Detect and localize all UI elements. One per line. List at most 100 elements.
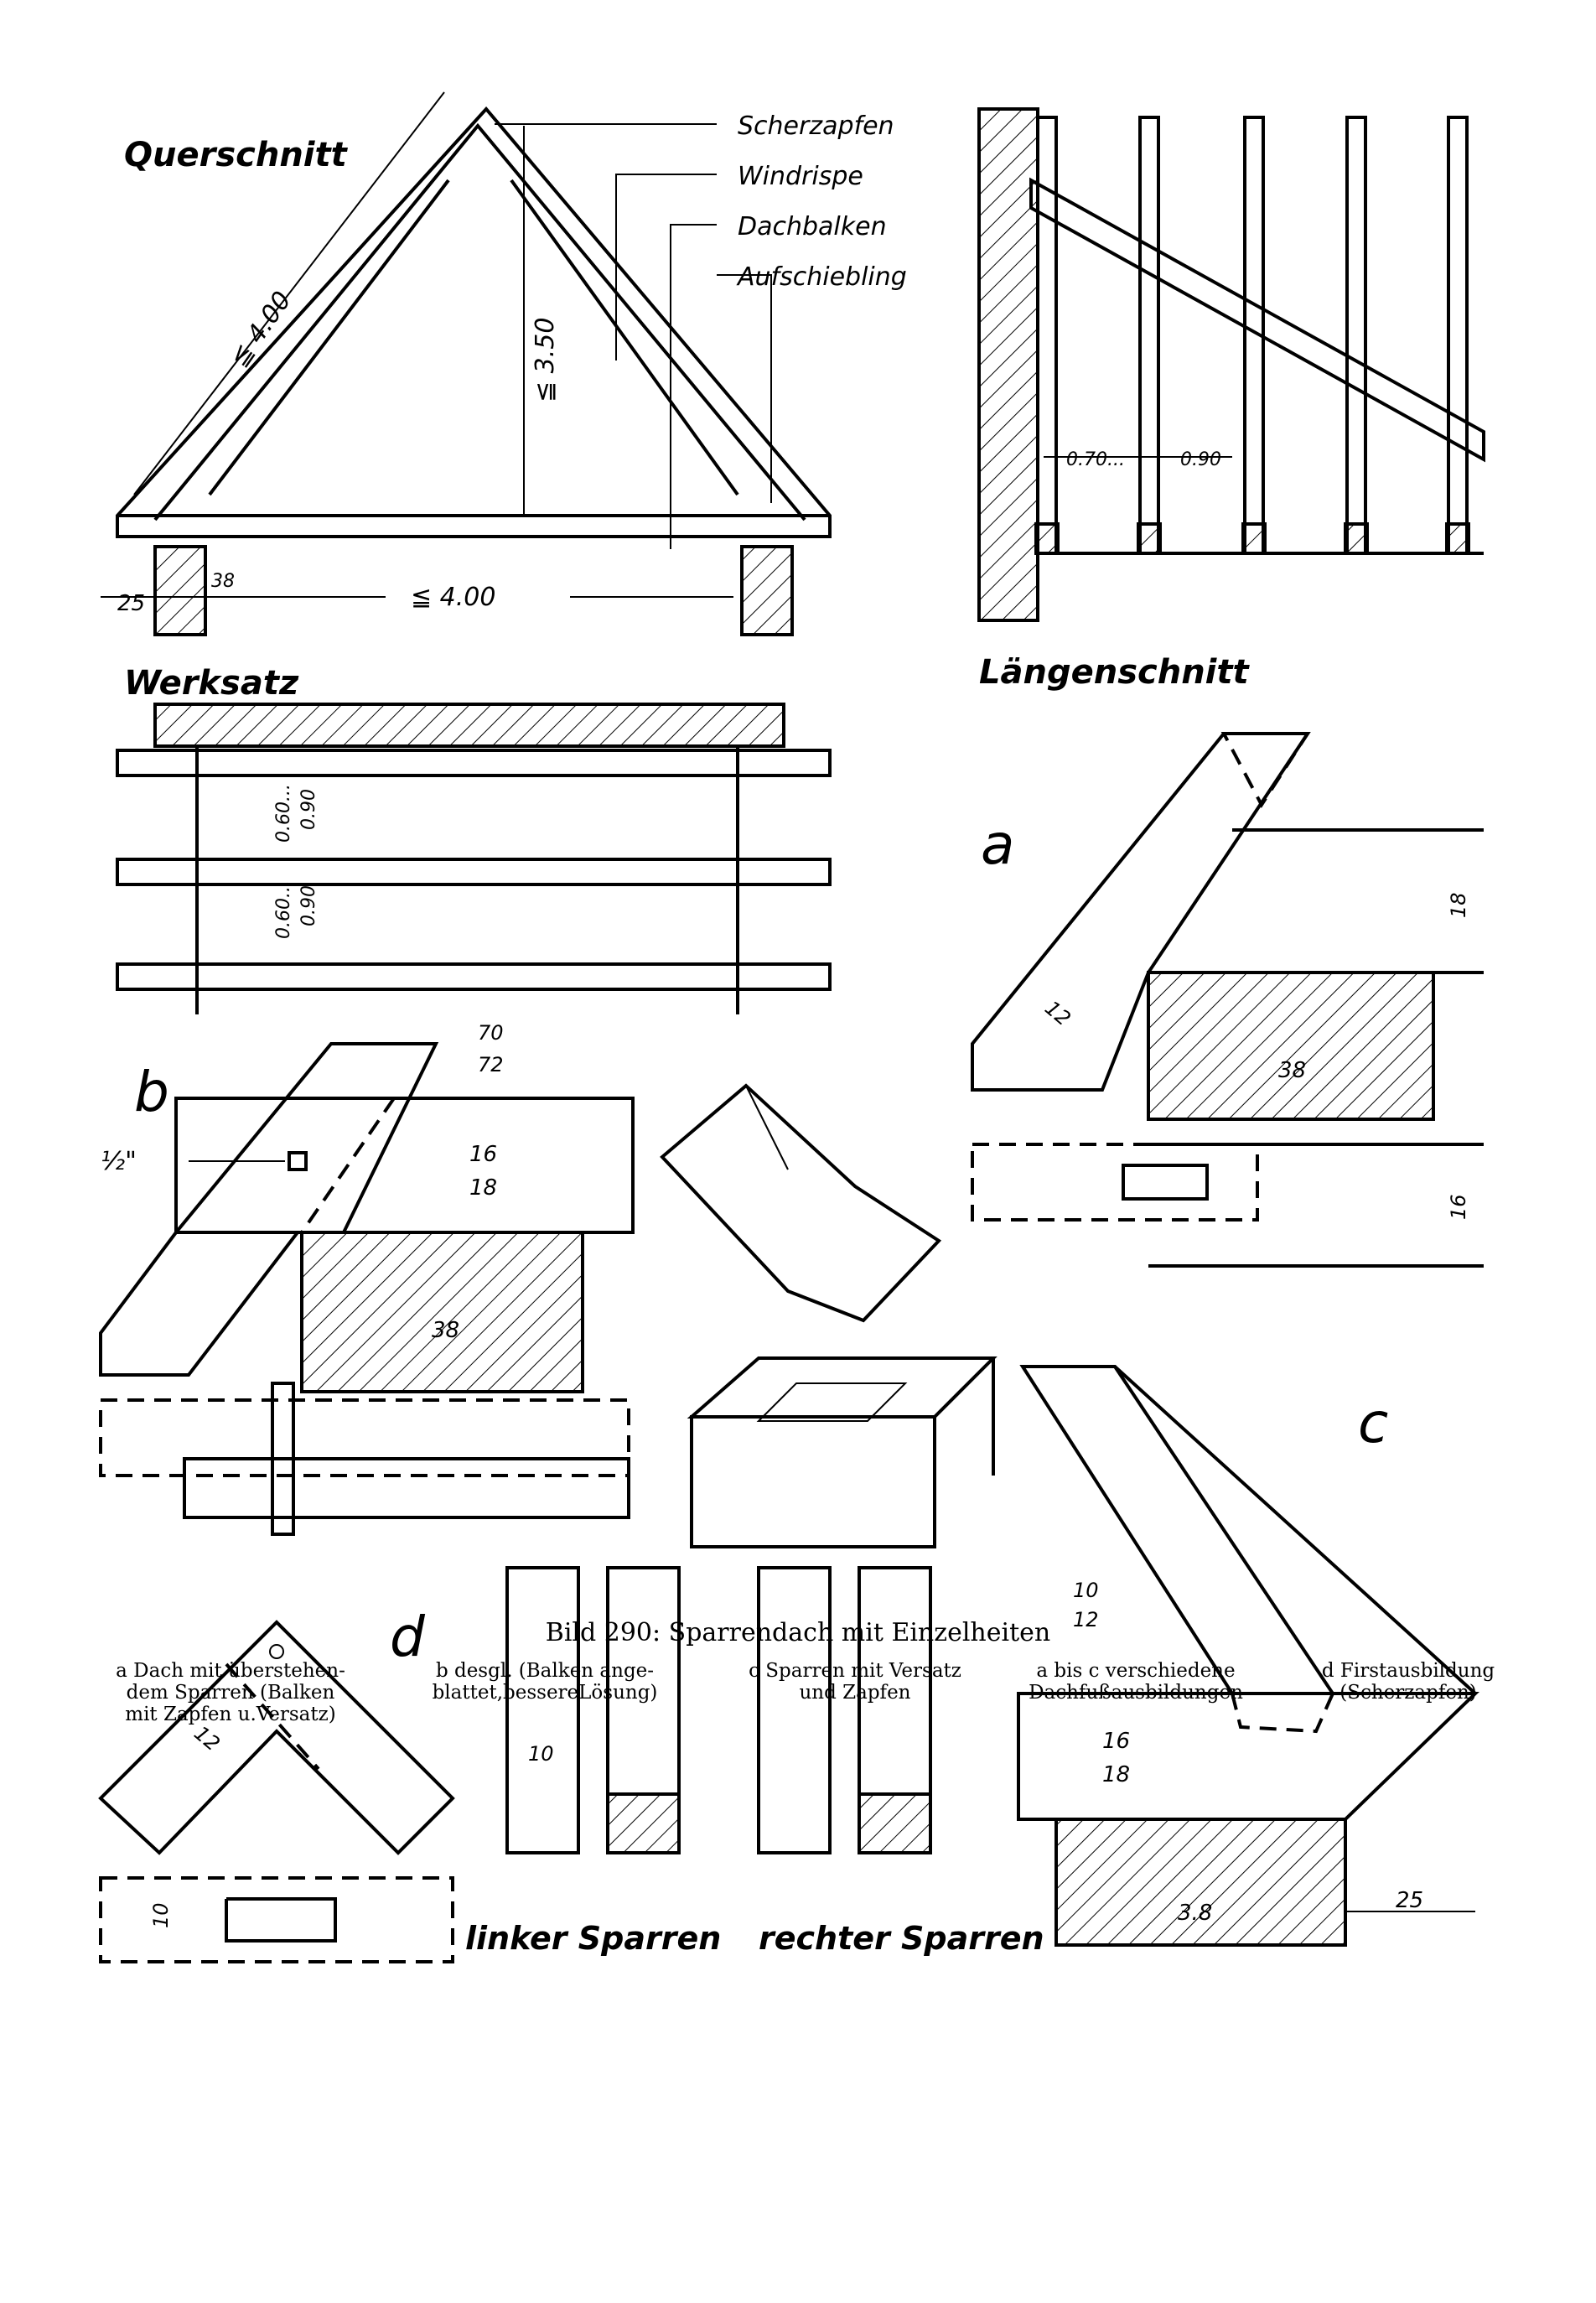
- detail-d-dim-10: 10: [149, 1902, 173, 1928]
- dim-spacing-1: 0.70...: [1066, 449, 1125, 470]
- detail-c-aufschiebling: [1113, 1365, 1477, 1695]
- detail-b-bolt-label: ½": [101, 1147, 137, 1176]
- detail-b-bolt-square: [288, 1151, 308, 1171]
- werksatz-section: Werksatz 0.60... 0.90 0.60... 0.90: [116, 664, 832, 1014]
- detail-c-dim-12: 12: [1073, 1608, 1099, 1631]
- wall-right: [740, 545, 794, 636]
- rafters-inner: [153, 122, 806, 521]
- detail-c-dim-25: 25: [1396, 1888, 1423, 1913]
- laengenschnitt-section: 0.70... 0.90 Längenschnitt: [977, 107, 1485, 692]
- detail-c-dim-16: 16: [1102, 1729, 1130, 1754]
- left-rafter-front: [505, 1566, 580, 1854]
- dim-span: ≦ 4.00: [411, 583, 495, 612]
- detail-b-dim-38: 38: [432, 1318, 459, 1343]
- right-rafter-front: [757, 1566, 832, 1854]
- dim-overhang: 25: [117, 591, 145, 616]
- detail-d-plan-tenon: [225, 1897, 337, 1943]
- right-rafter-bearing: [858, 1792, 932, 1854]
- detail-a: a 18 12 38 16: [971, 732, 1484, 1268]
- detail-d-joint: [225, 1662, 320, 1771]
- detail-a-letter: a: [981, 812, 1014, 877]
- label-scherzapfen: Scherzapfen: [738, 112, 894, 141]
- detail-d-dim-10b: 10: [528, 1742, 554, 1766]
- detail-b: b ½" 70 72 16 18 38: [99, 1021, 635, 1536]
- detail-a-dim-18: 18: [1447, 892, 1470, 918]
- detail-a-plan-dashed: [971, 1143, 1259, 1222]
- werksatz-wallplate: [153, 703, 785, 748]
- caption-item-a: a Dach mit überstehen- dem Sparren (Balk…: [116, 1660, 345, 1725]
- roof-outline: [116, 106, 832, 538]
- detail-d-plan: [99, 1876, 454, 1963]
- werksatz-dim-4: 0.90: [298, 885, 319, 926]
- detail-a-dim-12: 12: [1040, 996, 1075, 1030]
- label-aufschiebling: Aufschiebling: [736, 262, 907, 292]
- laengenschnitt-title: Längenschnitt: [979, 653, 1251, 692]
- detail-c-beam: [1017, 1692, 1479, 1821]
- leader-dachbalken: [670, 224, 717, 549]
- detail-c-dim-18: 18: [1102, 1762, 1130, 1787]
- label-dachbalken: Dachbalken: [738, 212, 887, 241]
- detail-b-plan-bolt: [271, 1382, 295, 1536]
- detail-a-rafter-extension: [1220, 732, 1311, 808]
- werksatz-dim-2: 0.90: [298, 789, 319, 830]
- detail-b-plan-beam: [183, 1457, 630, 1519]
- isometric-views: [660, 1083, 998, 1548]
- dim-spacing-2: 0.90: [1180, 449, 1221, 470]
- leader-windrispe: [615, 174, 717, 360]
- leader-aufschiebling: [717, 274, 772, 503]
- detail-b-dim-72: 72: [478, 1053, 504, 1076]
- iso-rafter-edge: [745, 1085, 789, 1170]
- detail-b-plan-dashed: [99, 1398, 630, 1477]
- detail-c-letter: c: [1358, 1391, 1388, 1455]
- detail-c-dim-10: 10: [1073, 1579, 1099, 1602]
- windrispe-right: [510, 179, 739, 496]
- left-rafter-bearing: [606, 1792, 681, 1854]
- werksatz-dim-1: 0.60...: [273, 784, 294, 843]
- querschnitt-section: Querschnitt Scherzapfen Windrispe Dachba…: [101, 91, 907, 636]
- dim-line-rafter: [133, 91, 445, 495]
- werksatz-beam-3: [116, 962, 832, 991]
- iso-block-top: [687, 1356, 998, 1419]
- detail-b-letter: b: [134, 1060, 169, 1124]
- caption-item-b: b desgl. (Balken ange- blattet,bessereLö…: [432, 1660, 658, 1704]
- wind-brace: [1029, 177, 1485, 463]
- detail-b-dim-70: 70: [478, 1021, 504, 1045]
- iso-block: [690, 1415, 936, 1548]
- werksatz-beam-1: [116, 749, 832, 777]
- wall-left: [153, 545, 207, 636]
- caption-item-d: d Firstausbildung (Scherzapfen): [1321, 1660, 1495, 1704]
- gable-wall: [977, 107, 1039, 622]
- caption-item-abc: a bis c verschiedene Dachfußausbildungen: [1029, 1660, 1243, 1704]
- detail-d-pin: [269, 1644, 284, 1659]
- detail-d: d 12 10 10 linker Sparren rechter Sparre…: [98, 1566, 1044, 1963]
- detail-a-plan-tenon: [1122, 1164, 1209, 1201]
- detail-b-wall: [300, 1231, 584, 1393]
- detail-c: c 10 12 16 18 3.8 25: [1017, 1365, 1479, 1947]
- detail-a-dim-38: 38: [1278, 1058, 1306, 1083]
- detail-c-seat: [1230, 1692, 1336, 1734]
- werksatz-title: Werksatz: [124, 664, 299, 703]
- label-linker-sparren: linker Sparren: [465, 1920, 721, 1957]
- label-windrispe: Windrispe: [738, 162, 863, 191]
- detail-a-dim-16: 16: [1447, 1194, 1470, 1220]
- iso-rafter-end: [660, 1083, 942, 1323]
- detail-b-beam: [174, 1097, 635, 1234]
- iso-block-notch: [756, 1382, 908, 1422]
- label-rechter-sparren: rechter Sparren: [759, 1920, 1044, 1957]
- detail-b-dim-18: 18: [469, 1175, 497, 1201]
- detail-b-lap-line: [300, 1097, 396, 1234]
- werksatz-dim-3: 0.60...: [273, 880, 294, 939]
- dim-height: ≦ 3.50: [531, 318, 560, 402]
- figure-caption-title: Bild 290: Sparrendach mit Einzelheiten: [545, 1618, 1051, 1647]
- detail-c-wall: [1054, 1818, 1347, 1947]
- detail-d-dim-12: 12: [189, 1721, 224, 1756]
- caption-item-c: c Sparren mit Versatz und Zapfen: [749, 1660, 961, 1704]
- dim-wall: 38: [211, 571, 235, 592]
- rafter-posts: [1034, 116, 1470, 555]
- windrispe-left: [208, 179, 450, 496]
- querschnitt-title: Querschnitt: [124, 136, 349, 174]
- detail-a-wall: [1147, 971, 1435, 1121]
- detail-d-ridge: [98, 1620, 455, 1855]
- detail-c-dim-38: 3.8: [1178, 1901, 1212, 1926]
